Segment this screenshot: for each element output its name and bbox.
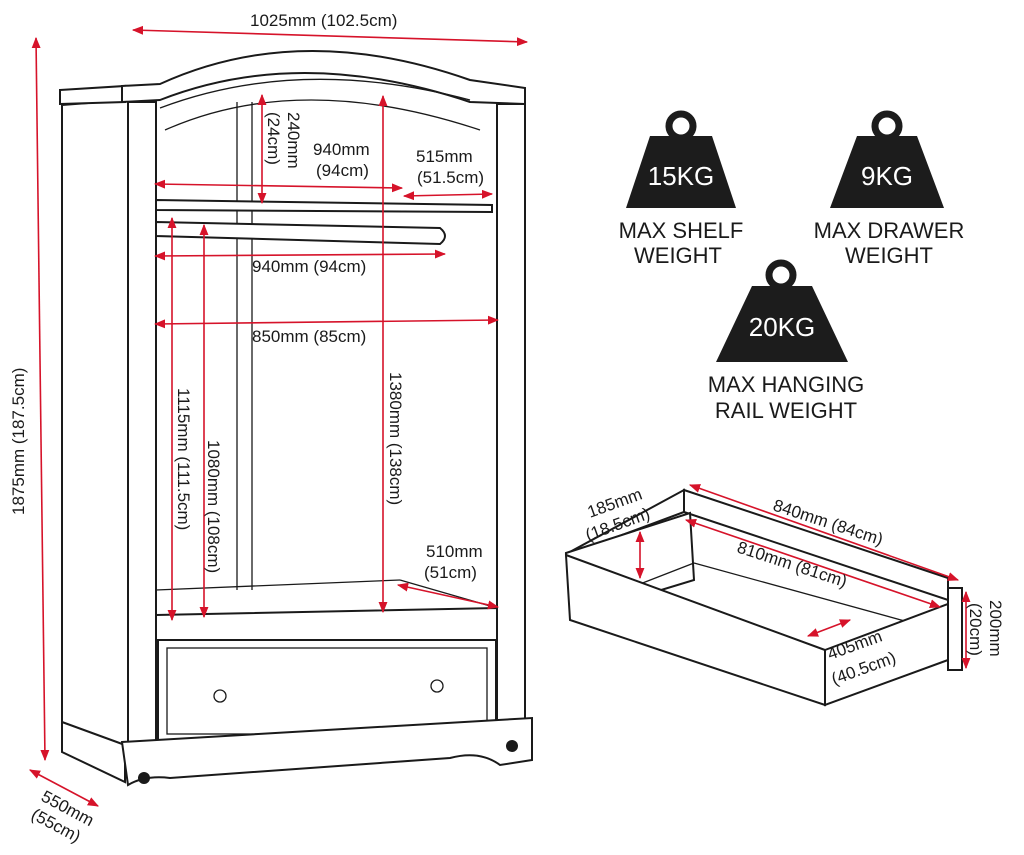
weight-icon-drawer: 9KG MAX DRAWER WEIGHT	[814, 110, 965, 268]
weight-label-drawer-1: MAX DRAWER	[814, 218, 965, 243]
weight-value-shelf: 15KG	[648, 161, 715, 191]
label-shelf-width-2: (94cm)	[316, 161, 369, 180]
weight-icon-hanging-rail: 20KG MAX HANGING RAIL WEIGHT	[708, 259, 864, 423]
drawer-dimension-lines	[635, 484, 971, 670]
label-shelf-depth-1: 515mm	[416, 147, 473, 166]
label-base-depth-2: (51cm)	[424, 563, 477, 582]
label-left-height-1: 1115mm (111.5cm)	[174, 388, 193, 530]
label-top-gap-1: 240mm	[284, 112, 303, 169]
label-height-total: 1875mm (187.5cm)	[9, 368, 28, 515]
label-left-height-2: 1080mm (108cm)	[204, 440, 223, 573]
label-top-gap-2: (24cm)	[264, 112, 283, 165]
wardrobe-drawing	[59, 49, 533, 787]
label-drawer-front-height-2: (20cm)	[966, 603, 985, 656]
label-hanging-height: 1380mm (138cm)	[386, 372, 405, 505]
wardrobe-labels: 1025mm (102.5cm) 1875mm (187.5cm) 550mm …	[9, 11, 484, 846]
label-width-total: 1025mm (102.5cm)	[250, 11, 397, 30]
weight-value-drawer: 9KG	[861, 161, 913, 191]
weight-label-hanging-1: MAX HANGING	[708, 372, 864, 397]
label-drawer-front-height-1: 200mm	[986, 600, 1005, 657]
weight-icon-shelf: 15KG MAX SHELF WEIGHT	[619, 110, 744, 268]
label-shelf-width-1: 940mm	[313, 140, 370, 159]
weight-label-shelf-1: MAX SHELF	[619, 218, 744, 243]
weight-label-drawer-2: WEIGHT	[845, 243, 933, 268]
label-rail-width: 940mm (94cm)	[252, 257, 366, 276]
wardrobe-dimension-lines	[29, 25, 529, 807]
label-inner-width: 850mm (85cm)	[252, 327, 366, 346]
label-base-depth-1: 510mm	[426, 542, 483, 561]
weight-label-shelf-2: WEIGHT	[634, 243, 722, 268]
weight-label-hanging-2: RAIL WEIGHT	[715, 398, 857, 423]
label-shelf-depth-2: (51.5cm)	[417, 168, 484, 187]
weight-value-hanging-rail: 20KG	[749, 312, 816, 342]
